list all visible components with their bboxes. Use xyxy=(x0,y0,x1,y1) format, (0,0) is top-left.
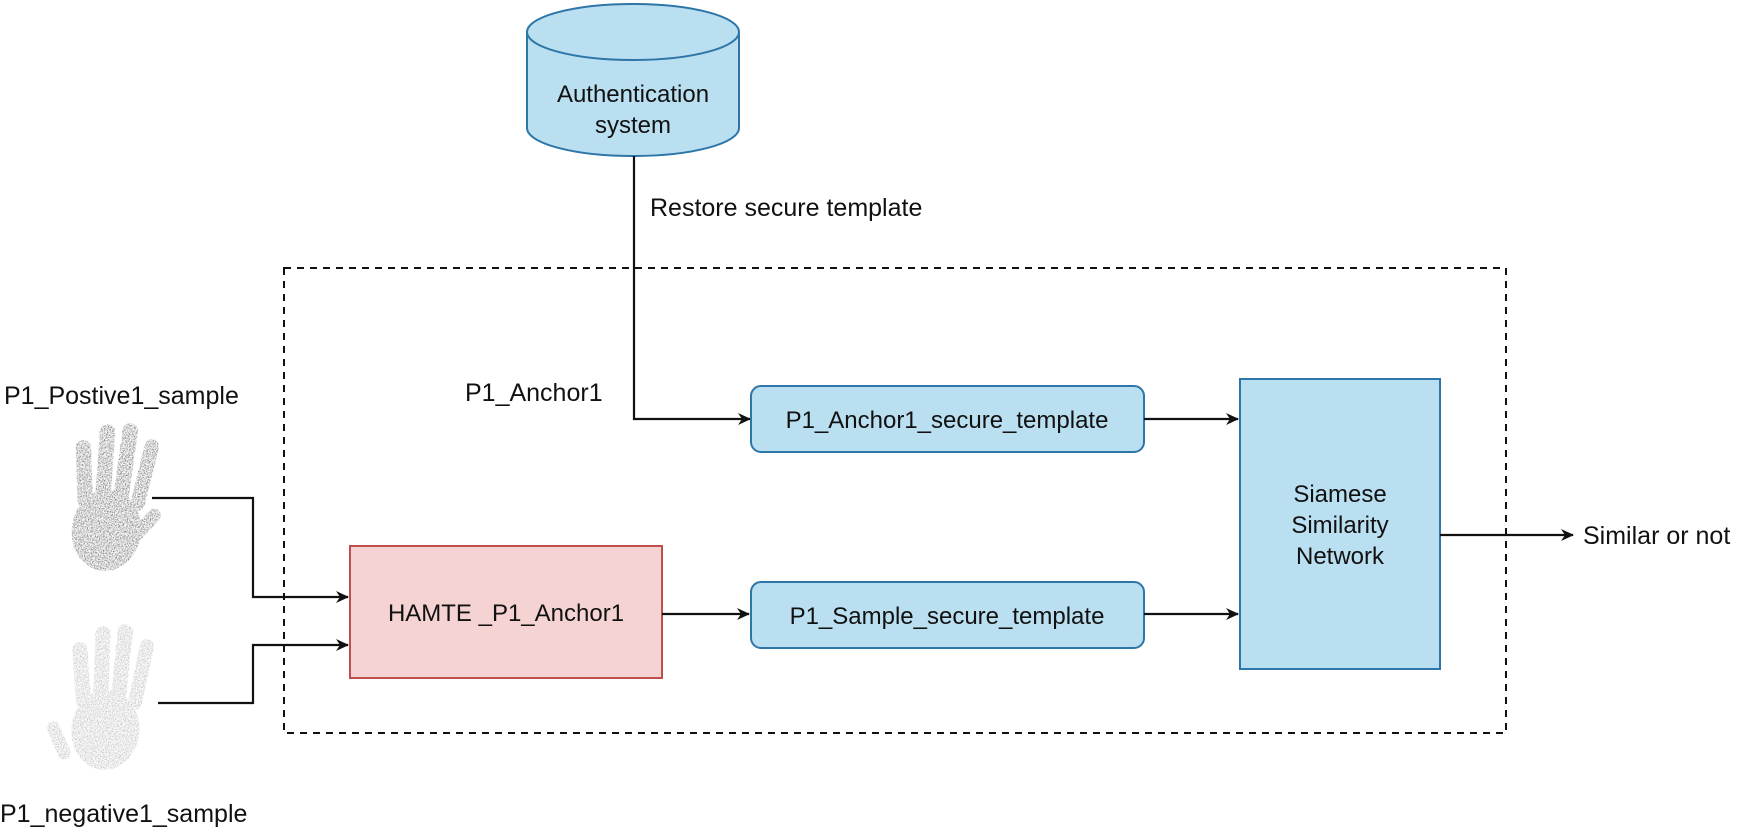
positive-sample-label: P1_Postive1_sample xyxy=(4,382,239,410)
handprint-icon xyxy=(71,423,161,571)
siamese-label-1: Siamese xyxy=(1293,481,1386,508)
hamte-node[interactable]: HAMTE _P1_Anchor1 xyxy=(349,545,663,679)
negative-sample-label: P1_negative1_sample xyxy=(0,800,247,828)
anchor-secure-template-label: P1_Anchor1_secure_template xyxy=(786,407,1109,434)
sample-secure-template-node[interactable]: P1_Sample_secure_template xyxy=(750,581,1145,649)
authentication-system-label-1: Authentication xyxy=(557,81,709,108)
sample-secure-template-label: P1_Sample_secure_template xyxy=(790,603,1105,630)
restore-template-label: Restore secure template xyxy=(650,194,922,222)
edge-auth-to-anchor-template xyxy=(632,156,751,425)
siamese-label-2: Similarity xyxy=(1291,512,1388,539)
edge-positive-to-hamte xyxy=(152,496,349,603)
handprint-icon xyxy=(46,624,154,770)
edge-negative-to-hamte xyxy=(158,639,349,705)
siamese-label-3: Network xyxy=(1296,543,1385,570)
siamese-network-node[interactable]: Siamese Similarity Network xyxy=(1239,378,1441,670)
anchor-label: P1_Anchor1 xyxy=(465,379,603,407)
output-label: Similar or not xyxy=(1583,522,1730,550)
authentication-system-node[interactable]: Authentication system xyxy=(526,3,740,157)
hamte-label: HAMTE _P1_Anchor1 xyxy=(388,600,624,627)
anchor-secure-template-node[interactable]: P1_Anchor1_secure_template xyxy=(750,385,1145,453)
process-boundary xyxy=(283,267,1507,734)
authentication-system-label-2: system xyxy=(595,112,671,139)
